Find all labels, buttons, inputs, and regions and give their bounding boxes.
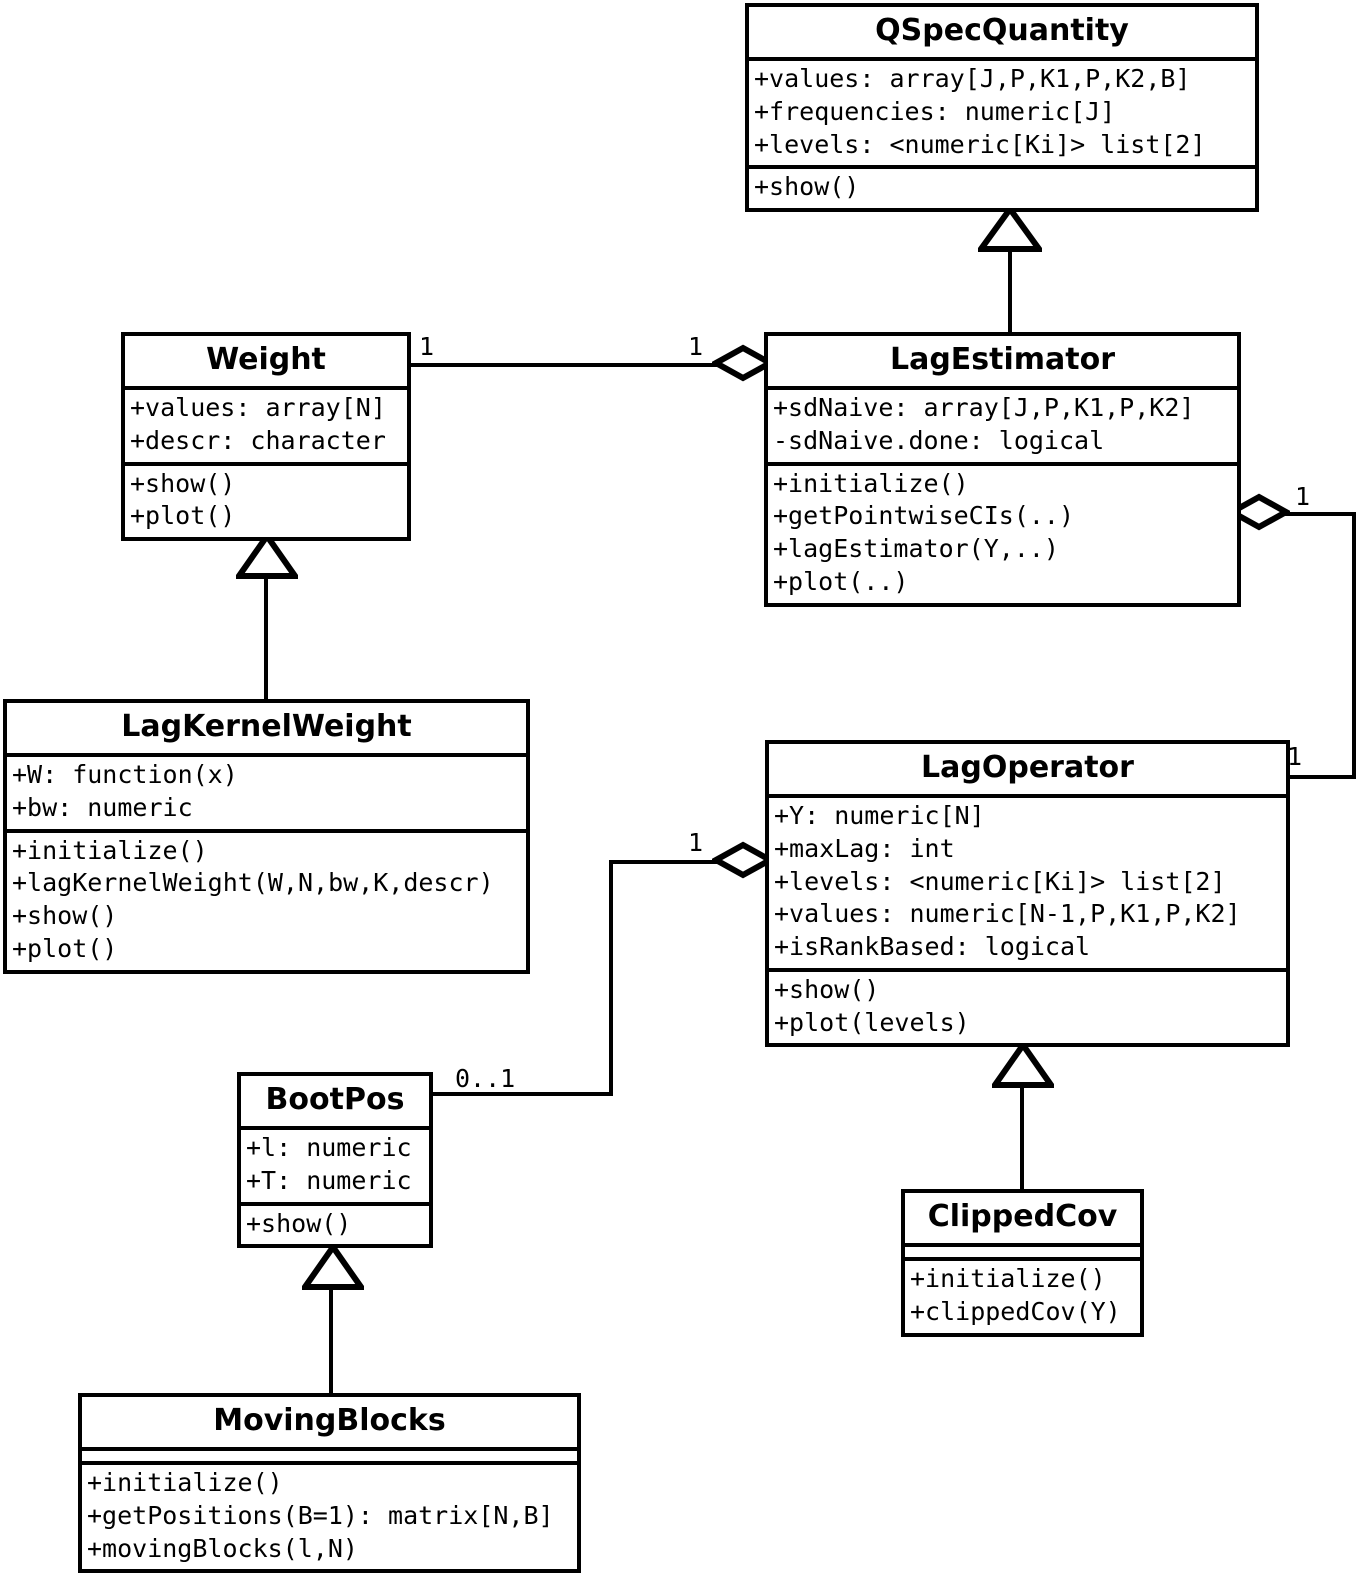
methods-compartment-qspecquantity: +show() [749, 165, 1255, 208]
multiplicity-lagoperator-right: 1 [1287, 742, 1303, 771]
aggregation-diamond-lagestimator-weight [712, 344, 774, 382]
method-row: +lagKernelWeight(W,N,bw,K,descr) [12, 868, 494, 898]
generalization-arrow-lagoperator [992, 1042, 1054, 1088]
method-row: +getPositions(B=1): matrix[N,B] [87, 1500, 554, 1530]
association-line-weight-lagestimator [410, 363, 765, 367]
multiplicity-lagoperator-left: 1 [688, 828, 704, 857]
method-row: +initialize() [773, 468, 969, 498]
attribute-row: +bw: numeric [12, 792, 193, 822]
class-box-clippedcov[interactable]: ClippedCov +initialize() +clippedCov(Y) [901, 1189, 1144, 1337]
class-box-lagoperator[interactable]: LagOperator +Y: numeric[N] +maxLag: int … [765, 740, 1290, 1048]
multiplicity-lagestimator-right: 1 [1295, 482, 1311, 511]
methods-compartment-lagkernelweight: +initialize() +lagKernelWeight(W,N,bw,K,… [7, 828, 526, 970]
attribute-row: +T: numeric [246, 1165, 412, 1195]
methods-compartment-weight: +show() +plot() [125, 461, 407, 538]
generalization-arrow-qspecquantity [978, 206, 1042, 252]
method-row: +initialize() [910, 1264, 1106, 1293]
attribute-row: +descr: character [130, 425, 386, 455]
multiplicity-lagestimator-left: 1 [688, 332, 704, 361]
methods-compartment-lagoperator: +show() +plot(levels) [769, 967, 1286, 1044]
attribute-row: +values: array[N] [130, 393, 386, 422]
methods-compartment-lagestimator: +initialize() +getPointwiseCIs(..) +lagE… [768, 461, 1237, 603]
attribute-row: +frequencies: numeric[J] [754, 96, 1116, 126]
aggregation-diamond-lagestimator-lagoperator [1228, 493, 1290, 531]
method-row: +show() [774, 974, 880, 1004]
class-name-clippedcov: ClippedCov [927, 1199, 1118, 1234]
generalization-arrow-weight [236, 533, 298, 579]
attributes-compartment-lagkernelweight: +W: function(x) +bw: numeric [7, 753, 526, 829]
association-line-bootpos-right [431, 1092, 613, 1096]
class-box-lagestimator[interactable]: LagEstimator +sdNaive: array[J,P,K1,P,K2… [764, 332, 1241, 607]
attribute-row: +Y: numeric[N] [774, 801, 985, 830]
attribute-row: +W: function(x) [12, 760, 238, 789]
methods-compartment-movingblocks: +initialize() +getPositions(B=1): matrix… [82, 1461, 577, 1569]
method-row: +plot() [12, 933, 118, 963]
methods-compartment-clippedcov: +initialize() +clippedCov(Y) [905, 1257, 1140, 1333]
attributes-compartment-qspecquantity: +values: array[J,P,K1,P,K2,B] +frequenci… [749, 57, 1255, 165]
method-row: +movingBlocks(l,N) [87, 1533, 358, 1563]
association-line-bootpos-vertical [609, 860, 613, 1096]
class-name-bootpos: BootPos [265, 1082, 405, 1117]
class-box-weight[interactable]: Weight +values: array[N] +descr: charact… [121, 332, 411, 541]
attributes-compartment-bootpos: +l: numeric +T: numeric [241, 1126, 429, 1202]
multiplicity-weight-right: 1 [419, 332, 435, 361]
generalization-arrow-bootpos [302, 1244, 364, 1290]
class-name-movingblocks: MovingBlocks [213, 1403, 446, 1438]
attribute-row: +values: numeric[N-1,P,K1,P,K2] [774, 899, 1241, 929]
method-row: +getPointwiseCIs(..) [773, 501, 1075, 531]
attribute-row: +sdNaive: array[J,P,K1,P,K2] [773, 393, 1195, 422]
attribute-row: +isRankBased: logical [774, 932, 1091, 961]
attribute-row: -sdNaive.done: logical [773, 425, 1105, 455]
attributes-compartment-lagestimator: +sdNaive: array[J,P,K1,P,K2] -sdNaive.do… [768, 386, 1237, 462]
class-box-movingblocks[interactable]: MovingBlocks +initialize() +getPositions… [78, 1393, 581, 1574]
method-row: +plot(levels) [774, 1007, 970, 1037]
method-row: +initialize() [87, 1468, 283, 1497]
class-name-weight: Weight [206, 342, 326, 377]
association-line-lagestimator-right [1284, 512, 1356, 516]
generalization-line-lagestimator-qspecquantity [1008, 246, 1012, 336]
association-line-lagoperator-left [609, 860, 724, 864]
attribute-row: +levels: <numeric[Ki]> list[2] [774, 866, 1226, 896]
method-row: +lagEstimator(Y,..) [773, 534, 1059, 563]
attribute-row: +maxLag: int [774, 833, 955, 863]
method-row: +plot(..) [773, 566, 909, 596]
attributes-compartment-lagoperator: +Y: numeric[N] +maxLag: int +levels: <nu… [769, 794, 1286, 968]
attributes-compartment-clippedcov [905, 1243, 1140, 1257]
class-name-qspecquantity: QSpecQuantity [875, 13, 1129, 48]
class-name-lagoperator: LagOperator [921, 750, 1134, 785]
class-box-lagkernelweight[interactable]: LagKernelWeight +W: function(x) +bw: num… [3, 699, 530, 974]
method-row: +initialize() [12, 835, 208, 865]
method-row: +show() [130, 468, 236, 498]
association-line-right-vertical [1352, 512, 1356, 777]
aggregation-diamond-lagoperator-bootpos [712, 841, 774, 879]
attributes-compartment-weight: +values: array[N] +descr: character [125, 386, 407, 462]
method-row: +clippedCov(Y) [910, 1296, 1121, 1326]
attribute-row: +l: numeric [246, 1133, 412, 1162]
multiplicity-bootpos-right: 0..1 [455, 1064, 516, 1093]
generalization-line-lagkernelweight-weight [264, 574, 268, 702]
generalization-line-clippedcov-lagoperator [1020, 1083, 1024, 1191]
class-name-lagestimator: LagEstimator [889, 342, 1116, 377]
attribute-row: +levels: <numeric[Ki]> list[2] [754, 129, 1206, 159]
attributes-compartment-movingblocks [82, 1447, 577, 1461]
association-line-lagoperator-right [1286, 775, 1356, 779]
method-row: +plot() [130, 501, 236, 531]
class-box-qspecquantity[interactable]: QSpecQuantity +values: array[J,P,K1,P,K2… [745, 3, 1259, 212]
method-row: +show() [246, 1208, 352, 1238]
generalization-line-movingblocks-bootpos [329, 1285, 333, 1395]
class-name-lagkernelweight: LagKernelWeight [121, 709, 412, 744]
class-box-bootpos[interactable]: BootPos +l: numeric +T: numeric +show() [237, 1072, 433, 1249]
method-row: +show() [12, 901, 118, 930]
methods-compartment-bootpos: +show() [241, 1201, 429, 1245]
method-row: +show() [754, 172, 860, 202]
attribute-row: +values: array[J,P,K1,P,K2,B] [754, 64, 1191, 93]
